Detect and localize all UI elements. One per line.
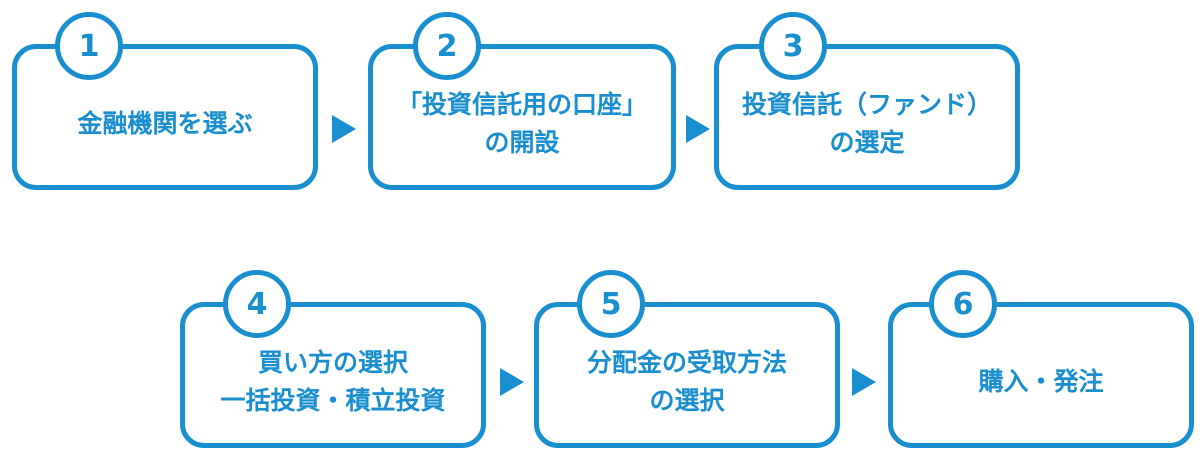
step-5-line-1: 分配金の受取方法	[586, 348, 787, 377]
step-1-number-badge: 1	[55, 12, 123, 80]
step-3-label: 投資信託（ファンド） の選定	[719, 49, 1015, 185]
step-4-box: 買い方の選択 一括投資・積立投資	[180, 302, 486, 448]
step-4-number-badge: 4	[223, 270, 291, 338]
arrow-right-icon	[852, 368, 876, 396]
step-2-line-2: の開設	[484, 128, 560, 157]
step-6-number-badge: 6	[929, 270, 997, 338]
step-5-number-badge: 5	[577, 270, 645, 338]
arrow-right-icon	[686, 115, 710, 143]
arrow-right-icon	[332, 115, 356, 143]
step-4-label: 買い方の選択 一括投資・積立投資	[185, 307, 481, 443]
step-4-line-2: 一括投資・積立投資	[220, 386, 446, 415]
step-6-line-1: 購入・発注	[978, 367, 1104, 396]
step-3-line-1: 投資信託（ファンド）	[741, 90, 992, 119]
step-2-box: 「投資信託用の口座」 の開設	[368, 44, 676, 190]
step-5-box: 分配金の受取方法 の選択	[534, 302, 840, 448]
step-2-line-1: 「投資信託用の口座」	[396, 90, 647, 119]
step-3-number-badge: 3	[759, 12, 827, 80]
step-3-box: 投資信託（ファンド） の選定	[714, 44, 1020, 190]
step-6-box: 購入・発注	[888, 302, 1194, 448]
step-2-label: 「投資信託用の口座」 の開設	[373, 49, 671, 185]
step-1-box: 金融機関を選ぶ	[12, 44, 318, 190]
step-6-label: 購入・発注	[893, 307, 1189, 443]
step-2-number-badge: 2	[413, 12, 481, 80]
step-5-label: 分配金の受取方法 の選択	[539, 307, 835, 443]
step-3-line-2: の選定	[829, 128, 905, 157]
step-4-line-1: 買い方の選択	[257, 348, 408, 377]
step-5-line-2: の選択	[649, 386, 725, 415]
step-1-label: 金融機関を選ぶ	[17, 49, 313, 185]
step-1-line-1: 金融機関を選ぶ	[77, 109, 253, 138]
arrow-right-icon	[500, 368, 524, 396]
